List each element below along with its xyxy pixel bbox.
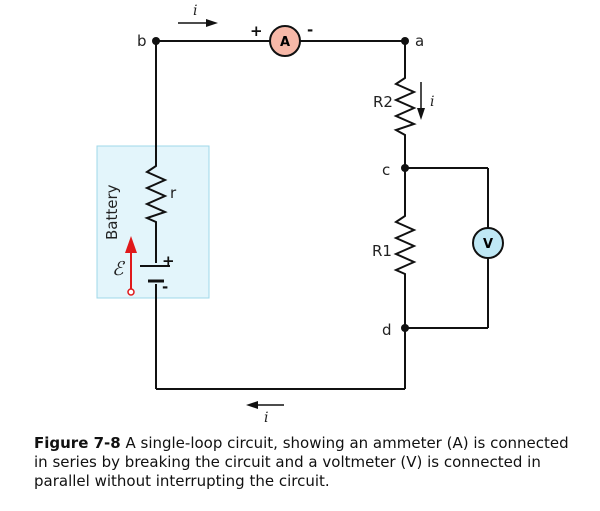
node-b-dot: [152, 37, 160, 45]
figure-number: Figure 7-8: [34, 434, 121, 452]
node-d-dot: [401, 324, 409, 332]
battery-plus-sign: +: [162, 252, 175, 270]
battery-box: [96, 145, 210, 299]
resistor-r: [144, 158, 168, 228]
node-a-dot: [401, 37, 409, 45]
emf-arrow: [125, 236, 137, 296]
ammeter: [269, 25, 301, 57]
resistor-r2: [393, 72, 417, 141]
figure-caption: Figure 7-8 A single-loop circuit, showin…: [34, 434, 584, 491]
current-label-bottom: i: [264, 410, 268, 426]
battery-minus-sign: -: [162, 278, 168, 296]
resistor-r1-label: R1: [372, 242, 392, 260]
circuit-diagram: + - ℰ Battery b a c d r R2 R1 A + - V i …: [96, 3, 504, 426]
resistor-r2-label: R2: [373, 93, 393, 111]
node-b-label: b: [137, 32, 147, 50]
node-c-label: c: [382, 161, 390, 179]
resistor-r-label: r: [170, 184, 177, 202]
ammeter-minus-sign: -: [307, 21, 313, 39]
battery-label: Battery: [103, 184, 121, 240]
current-arrow-right: [417, 82, 425, 120]
resistor-r1: [393, 210, 417, 280]
node-a-label: a: [415, 32, 424, 50]
current-arrow-top: [178, 19, 218, 27]
current-arrow-bottom: [246, 401, 284, 409]
current-label-right: i: [430, 94, 434, 110]
node-d-label: d: [382, 321, 392, 339]
ammeter-plus-sign: +: [250, 22, 263, 40]
voltmeter: [472, 227, 504, 259]
current-label-top: i: [193, 3, 197, 19]
caption-text: A single-loop circuit, showing an ammete…: [34, 434, 569, 490]
node-c-dot: [401, 164, 409, 172]
emf-symbol: ℰ: [112, 258, 126, 280]
wires: [155, 40, 489, 390]
voltmeter-label: V: [483, 237, 493, 252]
ammeter-label: A: [280, 35, 290, 50]
